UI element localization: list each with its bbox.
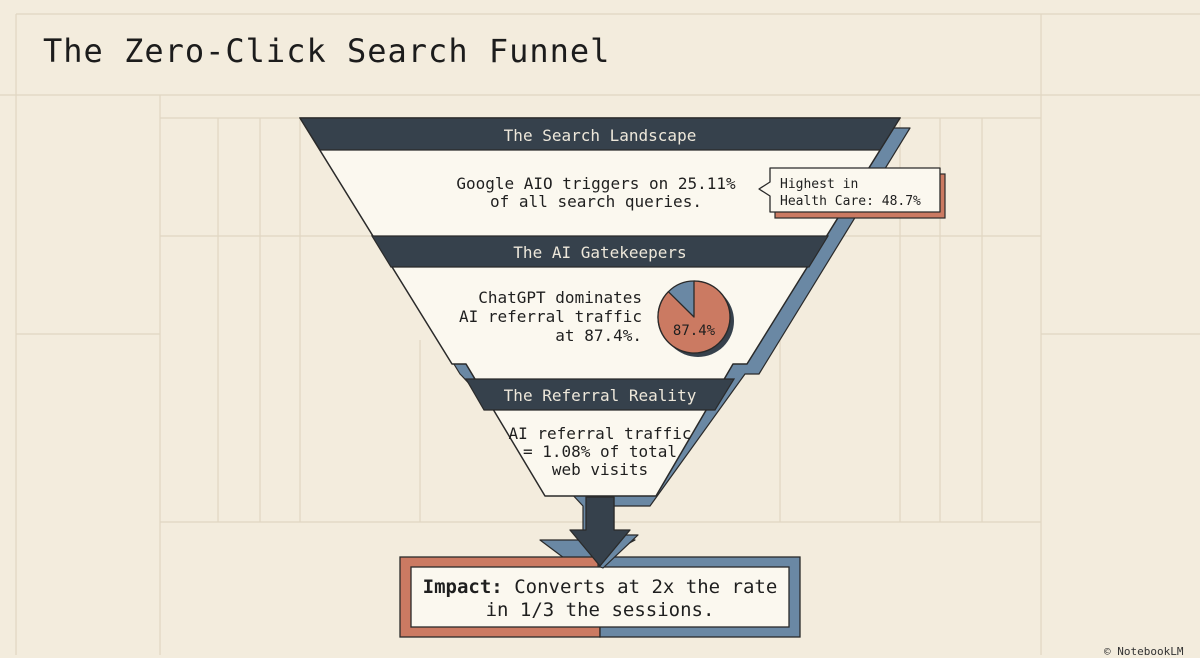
stage-1-text-line-1: Google AIO triggers on 25.11% [456,174,736,193]
impact-label: Impact: [423,576,503,598]
stage-2-header-band [370,235,830,268]
watermark: © NotebookLM [1104,645,1184,658]
down-arrow-icon [569,496,639,569]
stage-2-text-line-1: ChatGPT dominates [478,288,642,307]
stage-3-header-band [464,378,736,411]
stage-1-text-line-2: of all search queries. [490,192,702,211]
callout-health-care: Highest in Health Care: 48.7% [758,167,946,219]
impact-line-2: in 1/3 the sessions. [486,599,715,621]
stage-3-text-line-1: AI referral traffic [508,424,691,443]
impact-text-1: Converts at 2x the rate [514,576,777,598]
page-title: The Zero-Click Search Funnel [43,32,611,70]
impact-box: Impact: Converts at 2x the rate in 1/3 t… [399,556,801,638]
stage-1-header: The Search Landscape [504,126,697,145]
callout-line-1: Highest in [780,177,858,192]
impact-line-1: Impact: Converts at 2x the rate [423,576,778,598]
chatgpt-share-pie: 87.4% [657,280,734,357]
stage-2-header: The AI Gatekeepers [513,243,686,262]
stage-1-header-band [298,117,902,151]
stage-3-header: The Referral Reality [504,386,697,405]
arrow-body [569,496,631,567]
stage-2-text-line-2: AI referral traffic [459,307,642,326]
callout-box [758,167,941,213]
impact-inner-panel [410,566,790,628]
stage-3-text-line-3: web visits [552,460,648,479]
pie-slice-chatgpt [657,280,731,354]
callout-line-2: Health Care: 48.7% [780,194,921,209]
stage-2-text-line-3: at 87.4%. [555,326,642,345]
pie-label: 87.4% [673,323,716,339]
stage-3-text-line-2: = 1.08% of total [523,442,677,461]
